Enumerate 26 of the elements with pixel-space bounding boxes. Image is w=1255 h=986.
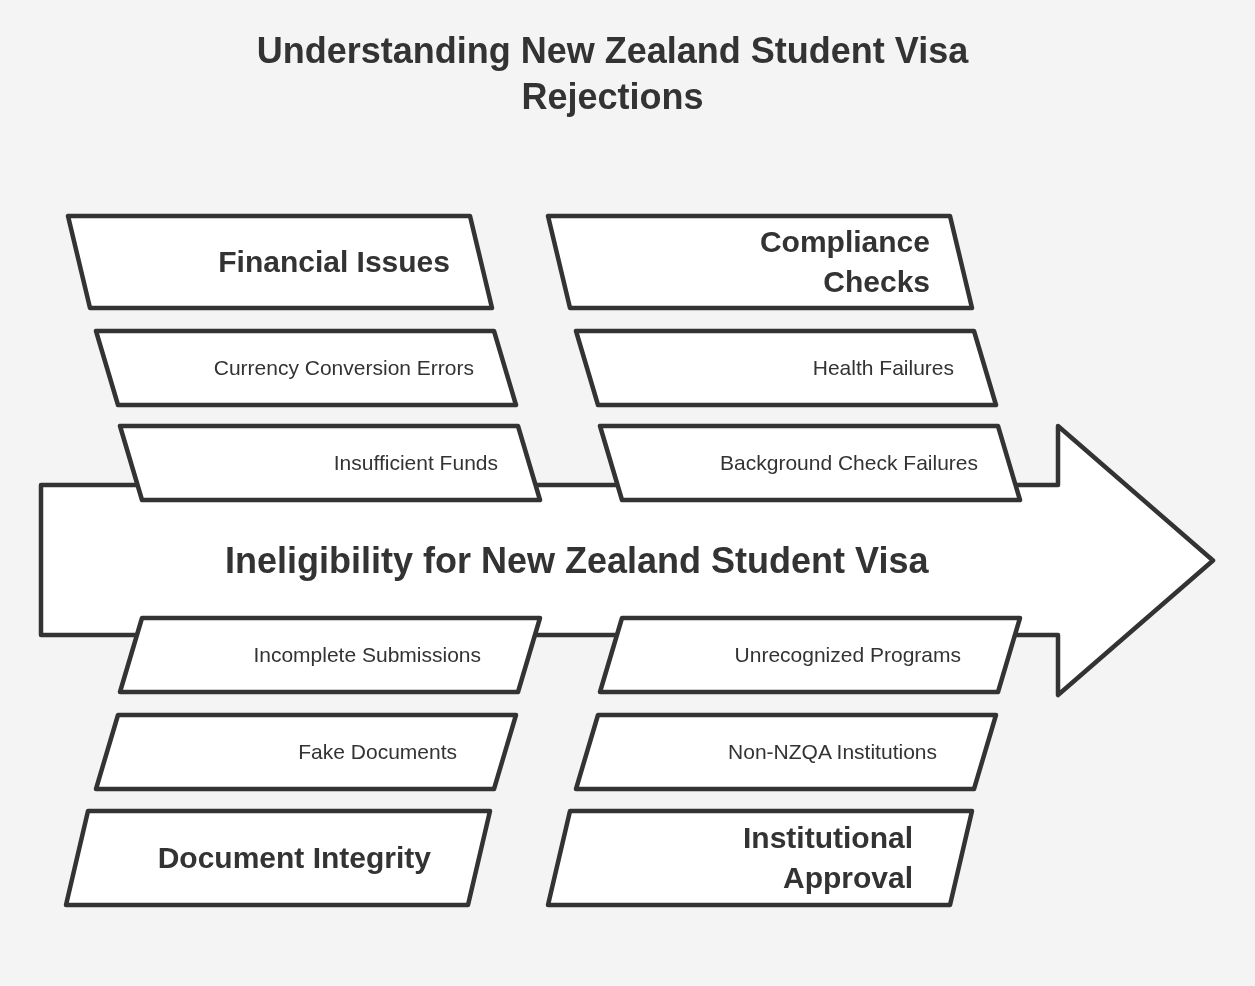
box-label: Currency Conversion Errors [213, 355, 474, 382]
box-label: Document Integrity [156, 840, 431, 876]
box-label: Health Failures [812, 355, 954, 382]
parallelogram-box [573, 712, 999, 792]
box-label: Non-NZQA Institutions [728, 739, 937, 766]
box-label: Compliance Checks [758, 224, 930, 300]
box-label: Ineligibility for New Zealand Student Visa [225, 538, 929, 583]
parallelogram-box [65, 213, 495, 311]
box-label: Insufficient Funds [333, 450, 498, 477]
parallelogram-box [93, 712, 519, 792]
box-label: Incomplete Submissions [253, 642, 481, 669]
box-label: Fake Documents [298, 739, 457, 766]
parallelogram-box [597, 615, 1023, 695]
box-label: Institutional Approval [742, 820, 913, 896]
parallelogram-box [93, 328, 519, 408]
parallelogram-box [545, 808, 975, 908]
parallelogram-box [545, 213, 975, 311]
parallelogram-box [573, 328, 999, 408]
box-label: Unrecognized Programs [734, 642, 961, 669]
parallelogram-box [63, 808, 493, 908]
parallelogram-box [117, 423, 543, 503]
box-label: Financial Issues [217, 244, 450, 280]
box-label: Background Check Failures [720, 450, 978, 477]
parallelogram-box [117, 615, 543, 695]
diagram-title: Understanding New Zealand Student Visa Rejections [255, 29, 970, 119]
parallelogram-box [597, 423, 1023, 503]
